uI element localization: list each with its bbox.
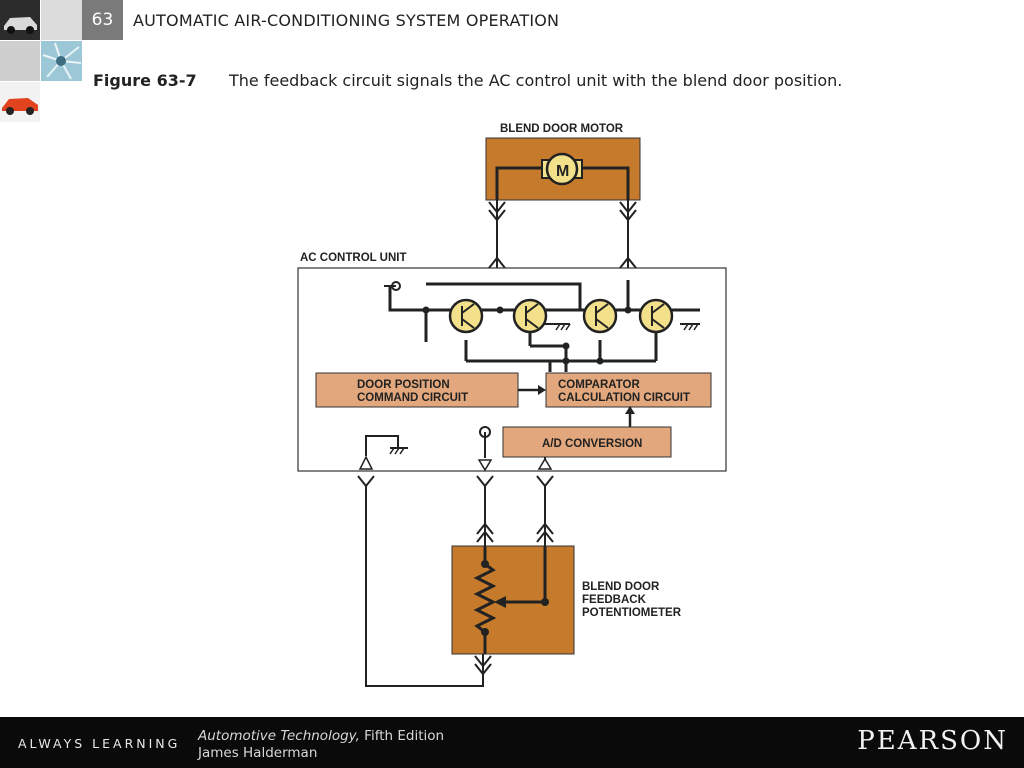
door-position-label-line2: COMMAND CIRCUIT xyxy=(357,392,468,404)
transistor-symbol xyxy=(448,298,484,334)
footer-tagline: ALWAYS LEARNING xyxy=(18,736,181,751)
blend-door-feedback-potentiometer-box xyxy=(451,545,575,655)
blank-thumbnail xyxy=(41,82,82,122)
ad-conversion-label: A/D CONVERSION xyxy=(542,438,642,450)
transistor-symbol xyxy=(638,298,674,334)
gray-thumbnail xyxy=(0,41,40,81)
car-thumbnail-image xyxy=(0,0,40,40)
publisher-logo: PEARSON xyxy=(857,726,1008,756)
sports-car-thumbnail-image xyxy=(0,82,40,122)
chapter-number-badge: 63 xyxy=(82,0,123,40)
door-position-command-circuit-box xyxy=(315,372,519,408)
motor-title-label: BLEND DOOR MOTOR xyxy=(500,123,624,135)
figure-caption: Figure 63-7 The feedback circuit signals … xyxy=(93,71,842,90)
comparator-calculation-circuit-box xyxy=(545,372,712,408)
motor-symbol xyxy=(545,152,579,186)
header-thumbnails xyxy=(0,0,82,122)
control-unit-title-label: AC CONTROL UNIT xyxy=(300,252,406,264)
comparator-label-line2: CALCULATION CIRCUIT xyxy=(558,392,690,404)
chapter-title: AUTOMATIC AIR-CONDITIONING SYSTEM OPERAT… xyxy=(133,11,560,30)
transistor-symbol xyxy=(582,298,618,334)
book-title: Automotive Technology, xyxy=(198,728,360,744)
motor-symbol-letter: M xyxy=(556,163,569,180)
figure-caption-text: The feedback circuit signals the AC cont… xyxy=(229,71,843,90)
turbine-thumbnail-image xyxy=(41,41,82,81)
potentiometer-label-line3: POTENTIOMETER xyxy=(582,607,682,619)
comparator-label-line1: COMPARATOR xyxy=(558,379,640,391)
footer-book-info: Automotive Technology, Fifth Edition Jam… xyxy=(198,728,444,762)
book-edition: Fifth Edition xyxy=(364,728,445,744)
gray-thumbnail xyxy=(41,0,82,40)
footer-bar: ALWAYS LEARNING Automotive Technology, F… xyxy=(0,717,1024,768)
potentiometer-label-line2: FEEDBACK xyxy=(582,594,647,606)
potentiometer-label-line1: BLEND DOOR xyxy=(582,581,660,593)
transistor-symbol xyxy=(512,298,548,334)
ad-conversion-box xyxy=(502,426,672,458)
figure-label: Figure 63-7 xyxy=(93,71,197,90)
feedback-circuit-diagram: BLEND DOOR MOTOR M AC CONTROL UNIT xyxy=(280,110,740,700)
door-position-label-line1: DOOR POSITION xyxy=(357,379,450,391)
book-author: James Halderman xyxy=(198,745,318,761)
